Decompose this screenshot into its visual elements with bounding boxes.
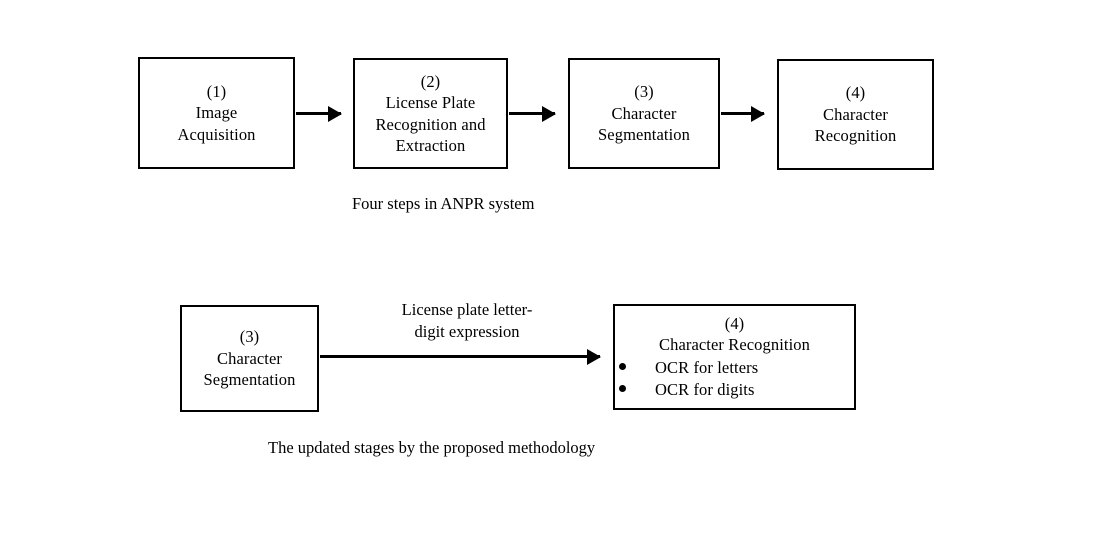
flow-node-character-segmentation: (3) Character Segmentation [568,58,720,169]
node-title-label: Character Recognition [658,335,810,355]
node-index-label: (3) [634,82,654,102]
top-diagram-caption: Four steps in ANPR system [352,194,535,213]
list-item: OCR for letters [619,357,854,379]
flow-node-character-recognition: (4) Character Recognition [777,59,934,170]
node-index-label: (2) [420,71,441,91]
node-text-line-1: Character [611,103,677,123]
node-index-label: (4) [724,314,745,333]
ocr-bullet-list: OCR for letters OCR for digits [615,357,854,401]
edge-label-line-2: digit expression [414,321,520,341]
bullet-text: OCR for letters [655,357,759,377]
node-index-label: (3) [239,327,260,347]
flow-node-license-plate-recognition: (2) License Plate Recognition and Extrac… [353,58,508,169]
arrow-segmentation-to-recognition [320,355,600,358]
edge-label-line-1: License plate letter- [401,300,533,319]
node-text-line-1: Image [195,103,238,123]
arrow-step1-to-step2 [296,112,341,115]
arrow-label-license-plate-expression: License plate letter- digit expression [371,299,563,343]
bullet-dot-icon [619,384,626,392]
updated-node-character-segmentation: (3) Character Segmentation [180,305,319,412]
node-text-line-2: Recognition [814,126,897,146]
flow-node-image-acquisition: (1) Image Acquisition [138,57,295,169]
node-text-line-3: Extraction [395,135,466,155]
node-text-line-2: Segmentation [598,125,690,145]
bullet-dot-icon [619,362,626,370]
bottom-diagram-caption: The updated stages by the proposed metho… [268,438,596,457]
node-text-line-1: License Plate [385,93,476,113]
bullet-text: OCR for digits [655,379,755,399]
list-item: OCR for digits [619,379,854,401]
arrow-step2-to-step3 [509,112,555,115]
node-index-label: (4) [845,83,866,103]
node-text-line-1: Character [216,348,283,368]
node-text-line-2: Recognition and [375,114,486,134]
node-text-line-1: Character [822,104,889,124]
node-text-line-2: Acquisition [177,124,256,144]
node-text-line-2: Segmentation [203,370,296,390]
node-index-label: (1) [206,81,227,101]
arrow-step3-to-step4 [721,112,764,115]
updated-node-character-recognition: (4) Character Recognition OCR for letter… [613,304,856,410]
